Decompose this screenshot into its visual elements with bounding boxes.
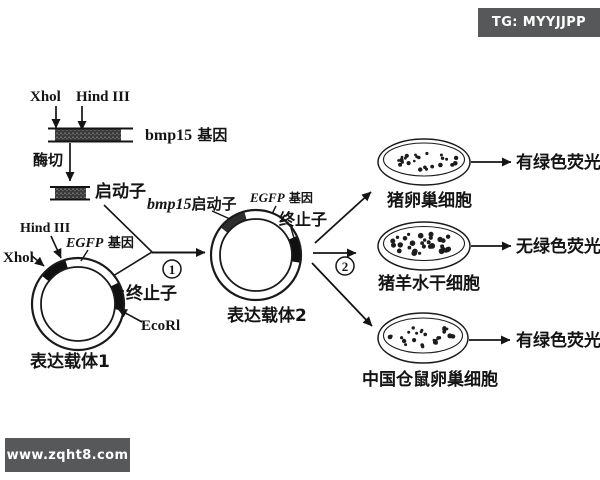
promoter-fragment-label: 启动子 <box>95 181 146 202</box>
dish3-label: 中国仓鼠卵巢细胞 <box>362 369 498 390</box>
vector1-name: 表达载体1 <box>30 351 110 372</box>
enzyme-label-xhol-top: Xhol <box>30 89 61 105</box>
promoter-fragment-bar <box>50 186 90 201</box>
vector1-xhol-label: Xhol <box>3 250 34 266</box>
branch-arrow-dish1 <box>314 191 372 244</box>
vector2-terminator-pointer <box>290 227 295 239</box>
enzyme-label-hind3-top: Hind III <box>76 89 130 105</box>
petri-dish-1 <box>377 138 471 186</box>
vector1-ecor-arrow <box>117 308 143 323</box>
dish1-result: 有绿色荧光 <box>516 152 600 173</box>
vector1-cloning-site-segment <box>41 259 68 282</box>
cell-dots <box>397 151 459 172</box>
vector2-promoter-pointer <box>211 210 231 220</box>
step2-badge: 2 <box>335 256 355 276</box>
enzyme-digest-label: 酶切 <box>33 151 63 169</box>
vector2-promoter-segment <box>220 211 247 233</box>
expression-vector-2 <box>209 208 303 302</box>
bmp15-gene-bar <box>48 127 133 143</box>
join-line-from-vector1 <box>112 251 153 277</box>
cell-dots <box>387 326 456 349</box>
vector2-egfp-pointer <box>271 205 277 215</box>
vector2-name: 表达载体2 <box>227 305 307 326</box>
vector1-xhol-arrow <box>31 255 45 267</box>
join-line-from-promoter <box>103 204 153 253</box>
vector1-terminator-segment <box>110 282 125 311</box>
site-watermark-badge: www.zqht8.com <box>5 438 130 472</box>
vector2-egfp-label: EGFP 基因 <box>249 190 313 205</box>
vector2-terminator-label: 终止子 <box>279 210 327 229</box>
dish2-result: 无绿色荧光 <box>515 236 600 257</box>
dish3-result: 有绿色荧光 <box>516 330 600 351</box>
expression-vector-1 <box>30 256 126 352</box>
petri-dish-2 <box>377 221 471 271</box>
vector2-terminator-segment <box>288 236 301 263</box>
branch-arrow-dish3 <box>311 262 373 327</box>
bmp15-gene-label: bmp15 基因 <box>145 126 227 144</box>
cell-dots <box>390 231 452 256</box>
svg-text:2: 2 <box>342 259 349 274</box>
vector1-terminator-label: 终止子 <box>126 283 177 304</box>
step1-badge: 1 <box>162 259 182 279</box>
vector1-hind3-arrow <box>50 235 62 259</box>
vector1-egfp-label: EGFP 基因 <box>65 235 134 251</box>
vector1-ecor-label: EcoRl <box>141 318 180 334</box>
vector1-hind3-label: Hind III <box>20 221 70 236</box>
dish1-label: 猪卵巢细胞 <box>387 190 472 211</box>
dish2-label: 猪羊水干细胞 <box>378 273 480 294</box>
petri-dish-3 <box>377 312 469 364</box>
vector2-promoter-label: bmp15启动子 <box>147 195 236 213</box>
tg-watermark-badge: TG: MYYJJPP <box>478 8 600 37</box>
svg-text:1: 1 <box>169 262 176 277</box>
vector1-egfp-pointer <box>80 249 89 262</box>
